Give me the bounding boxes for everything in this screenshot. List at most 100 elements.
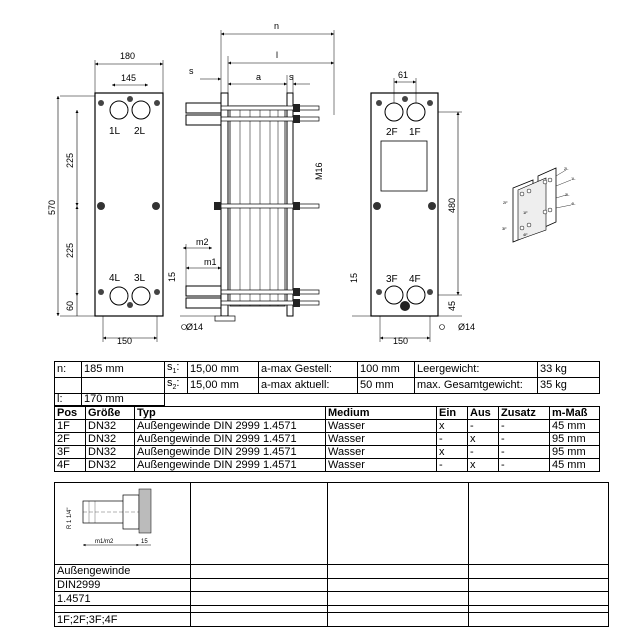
side-view: n l s a s M16 m2 m1 15 Ø14 [167, 21, 335, 332]
iso-port-label: 1L [571, 176, 576, 181]
dim-m2: m2 [196, 237, 209, 247]
detail-positions: 1F;2F;3F;4F [54, 612, 191, 627]
bolt-hole [152, 202, 160, 210]
dim-height-total: 570 [47, 200, 57, 215]
bolt-hole [127, 302, 133, 308]
info-table: n: 185 mm s1: 15,00 mm a-max Gestell: 10… [54, 360, 600, 407]
connection-detail-table: R 1 1/4" m1/m2 15 Außengewinde DIN2999 1… [54, 482, 609, 627]
col-header: Größe [85, 406, 135, 420]
cell: - [467, 419, 499, 433]
cell: Wasser [325, 432, 437, 446]
info-n-label: n: [54, 360, 82, 379]
port-hole-1l [109, 100, 129, 120]
dim-row-upper: 225 [65, 153, 75, 168]
port-hole-4l [109, 286, 129, 306]
detail-material: 1.4571 [54, 591, 191, 606]
info-amax-aktuell-label: a-max aktuell: [258, 377, 358, 395]
cell: - [498, 432, 550, 446]
cell: x [467, 458, 499, 472]
tie-bar [220, 300, 320, 306]
cell: - [436, 458, 468, 472]
iso-port-label: 4L [571, 201, 576, 206]
table-row: 2F DN32 Außengewinde DIN 2999 1.4571 Was… [54, 432, 600, 446]
bolt-hole [98, 100, 104, 106]
technical-drawing: 1L 2L 4L 3L 180 145 570 225 225 60 150 [47, 21, 576, 346]
port-label: 4L [109, 273, 121, 284]
cell: Wasser [325, 419, 437, 433]
dim-base-width-right: 150 [393, 336, 408, 346]
dim-foot-right: 15 [349, 273, 359, 283]
info-max-gesamt-value: 35 kg [537, 377, 600, 395]
port-hole-1f [406, 102, 426, 122]
dim-hole-dia-left: Ø14 [186, 322, 203, 332]
connection-stub [185, 102, 222, 114]
col-header: Aus [467, 406, 499, 420]
dim-s-right: s [289, 72, 294, 82]
col-header: Typ [134, 406, 326, 420]
detail-norm: DIN2999 [54, 577, 191, 593]
dim-hole-spacing: 145 [121, 73, 136, 83]
dim-m1: m1 [204, 257, 217, 267]
detail-m-label: m1/m2 [95, 539, 114, 545]
iso-port-label: 2L [564, 166, 569, 171]
info-s2-value: 15,00 mm [187, 377, 259, 395]
cell: DN32 [85, 458, 135, 472]
info-leergewicht-value: 33 kg [537, 360, 600, 379]
cell: Außengewinde DIN 2999 1.4571 [134, 419, 326, 433]
cell: 1F [54, 419, 86, 433]
front-plate [94, 92, 164, 317]
port-label: 1F [409, 127, 421, 138]
ports-table: Pos Größe Typ Medium Ein Aus Zusatz m-Ma… [54, 406, 600, 472]
info-amax-gestell-label: a-max Gestell: [258, 360, 358, 379]
back-view: 2F 1F 3F 4F 61 480 45 15 150 Ø14 [349, 70, 475, 346]
cell: DN32 [85, 419, 135, 433]
isometric-view: 2L 1L 3L 4L 2F 1F 3F 4F [502, 166, 576, 243]
port-label: 4F [409, 274, 421, 285]
cell: DN32 [85, 445, 135, 459]
cell: Außengewinde DIN 2999 1.4571 [134, 458, 326, 472]
dim-back-hole-spacing: 61 [398, 70, 408, 80]
port-hole-3l [131, 286, 151, 306]
port-hole-4f [406, 285, 426, 305]
info-l-value: 170 mm [81, 393, 165, 407]
dim-height-480: 480 [447, 198, 457, 213]
port-label: 3L [134, 273, 146, 284]
connection-detail-drawing: R 1 1/4" m1/m2 15 [54, 482, 191, 565]
port-label: 2L [134, 126, 146, 137]
front-view: 1L 2L 4L 3L 180 145 570 225 225 60 150 [47, 51, 164, 346]
col-header: Medium [325, 406, 437, 420]
info-l-label: l: [54, 393, 82, 407]
dim-n: n [274, 21, 279, 31]
tie-bar [220, 289, 320, 295]
cell: 2F [54, 432, 86, 446]
tie-bar [220, 105, 320, 111]
connection-stub [185, 285, 222, 297]
port-hole-3f [384, 285, 404, 305]
cell: - [467, 445, 499, 459]
cell: DN32 [85, 432, 135, 446]
info-max-gesamt-label: max. Gesamtgewicht: [414, 377, 538, 395]
info-n-value: 185 mm [81, 360, 165, 379]
dim-bottom-offset: 60 [65, 301, 75, 311]
dim-base-width-left: 150 [117, 336, 132, 346]
back-plate [370, 92, 439, 317]
cell: - [436, 432, 468, 446]
cell: 95 mm [549, 445, 600, 459]
dim-foot-left: 15 [167, 272, 177, 282]
port-label: 2F [386, 127, 398, 138]
col-header: Pos [54, 406, 86, 420]
cell: 45 mm [549, 419, 600, 433]
info-s1-value: 15,00 mm [187, 360, 259, 379]
detail-typ: Außengewinde [54, 563, 191, 579]
dim-row-lower: 225 [65, 243, 75, 258]
dim-front-width: 180 [120, 51, 135, 61]
table-row: 4F DN32 Außengewinde DIN 2999 1.4571 Was… [54, 458, 600, 472]
cell: 4F [54, 458, 86, 472]
cell: 45 mm [549, 458, 600, 472]
cell: - [498, 445, 550, 459]
cell: - [498, 458, 550, 472]
cell: 95 mm [549, 432, 600, 446]
col-header: Zusatz [498, 406, 550, 420]
connection-stub [185, 297, 222, 309]
tie-bar [220, 116, 320, 122]
